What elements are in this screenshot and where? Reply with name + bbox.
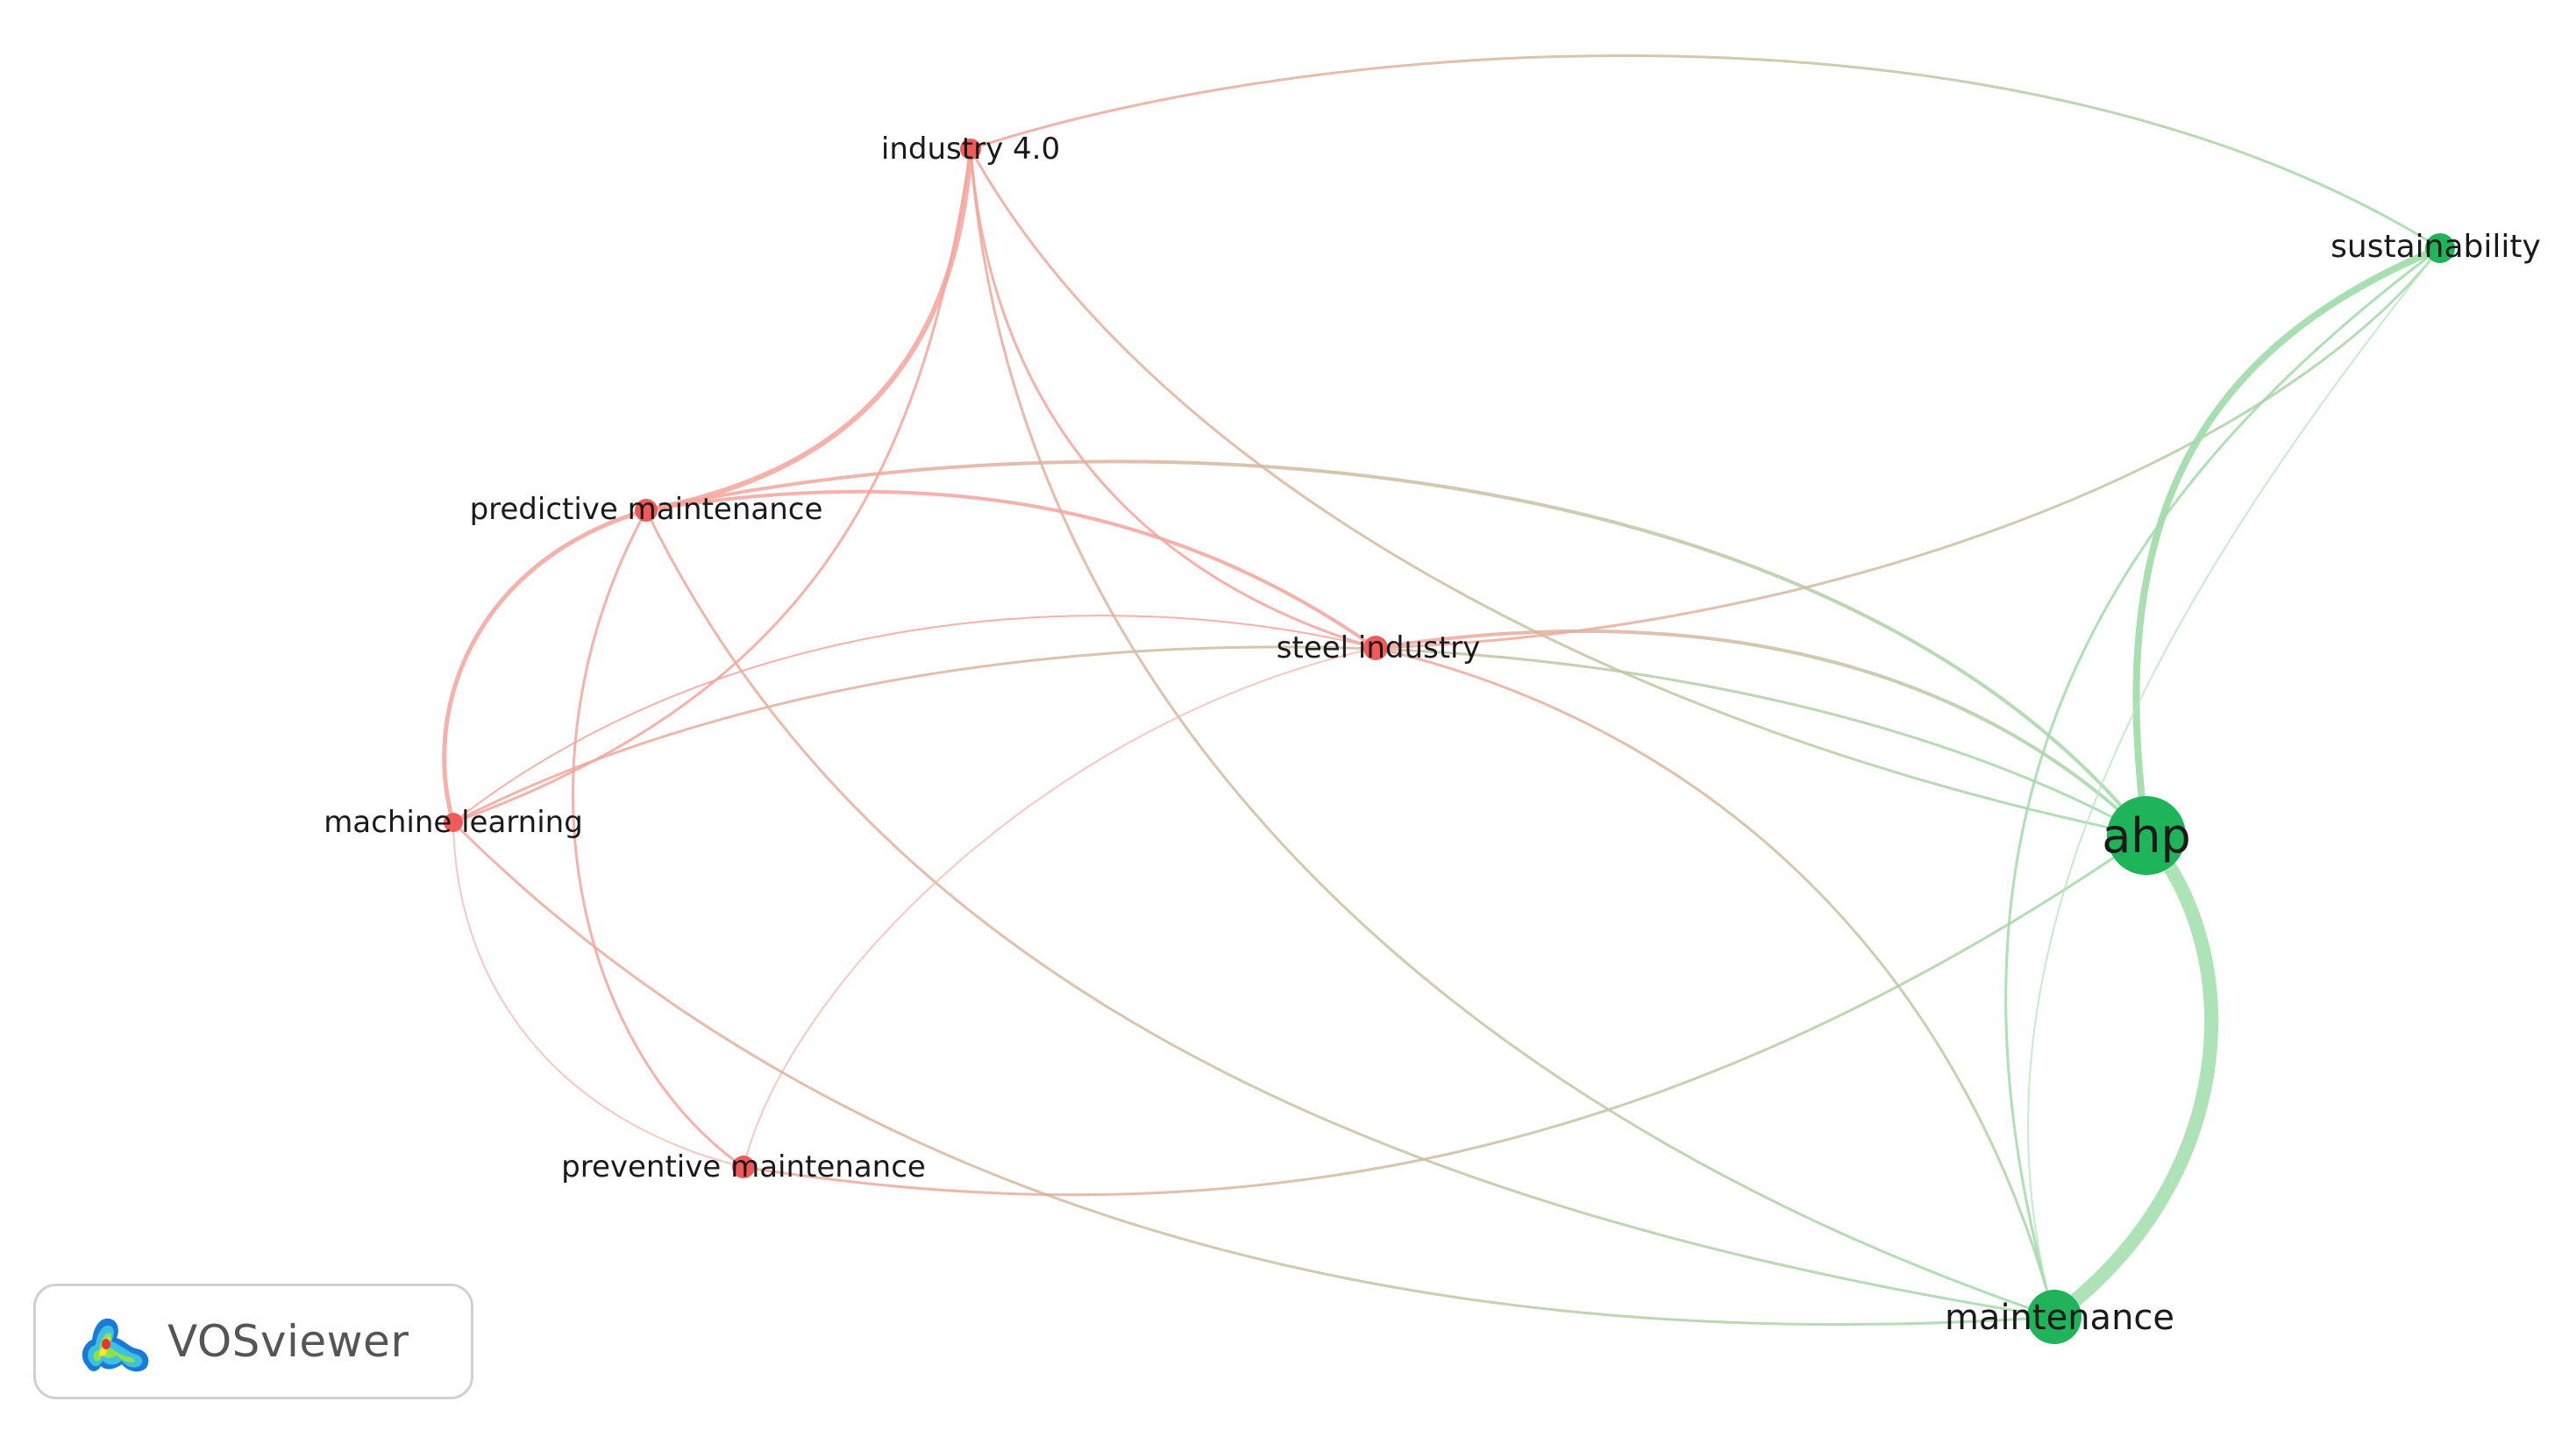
label-machine: machine learning	[324, 805, 583, 840]
link-predictive-maintenance	[644, 509, 2055, 1319]
vosviewer-logo-icon	[82, 1318, 149, 1372]
link-predictive-steel	[645, 489, 1377, 650]
node-industry	[960, 139, 981, 160]
link-sustainability-maintenance-2	[2027, 247, 2441, 1318]
label-sustainability: sustainability	[2330, 229, 2541, 265]
label-ahp: ahp	[2102, 808, 2191, 864]
link-machine-preventive	[452, 822, 744, 1168]
link-steel-sustainability	[1375, 247, 2442, 650]
node-preventive	[732, 1156, 755, 1178]
label-steel: steel industry	[1277, 630, 1480, 665]
link-steel-preventive	[743, 647, 1377, 1168]
link-predictive-preventive	[572, 509, 744, 1169]
link-industry-sustainability	[970, 54, 2441, 250]
labels: industry 4.0 sustainability predictive m…	[324, 132, 2541, 1338]
link-steel-ahp	[1375, 629, 2148, 837]
link-machine-maintenance	[452, 821, 2055, 1327]
label-maintenance: maintenance	[1945, 1298, 2174, 1338]
link-steel-machine	[452, 615, 1377, 823]
link-sustainability-maintenance	[2004, 246, 2441, 1318]
links	[442, 54, 2442, 1327]
node-ahp	[2107, 796, 2186, 875]
link-industry-ahp	[969, 148, 2147, 837]
label-industry: industry 4.0	[881, 132, 1060, 167]
link-ahp-maintenance	[2050, 830, 2219, 1323]
label-preventive: preventive maintenance	[561, 1149, 926, 1185]
node-steel	[1363, 636, 1388, 660]
link-machine-ahp	[452, 645, 2147, 837]
link-industry-maintenance	[969, 148, 2055, 1319]
nodes	[444, 139, 2455, 1344]
link-industry-steel	[969, 148, 1377, 650]
link-industry-predictive	[645, 148, 973, 513]
link-predictive-machine	[442, 508, 647, 823]
vosviewer-label: VOSviewer	[167, 1316, 409, 1367]
link-preventive-ahp	[743, 834, 2147, 1197]
node-predictive	[635, 499, 658, 522]
link-steel-maintenance	[1375, 646, 2056, 1318]
vosviewer-badge: VOSviewer	[33, 1284, 473, 1399]
link-ahp-sustainability	[2132, 245, 2442, 836]
link-predictive-ahp	[645, 459, 2148, 837]
node-machine	[444, 813, 463, 832]
label-predictive: predictive maintenance	[470, 492, 823, 527]
node-sustainability	[2425, 233, 2455, 263]
node-maintenance	[2027, 1290, 2081, 1344]
